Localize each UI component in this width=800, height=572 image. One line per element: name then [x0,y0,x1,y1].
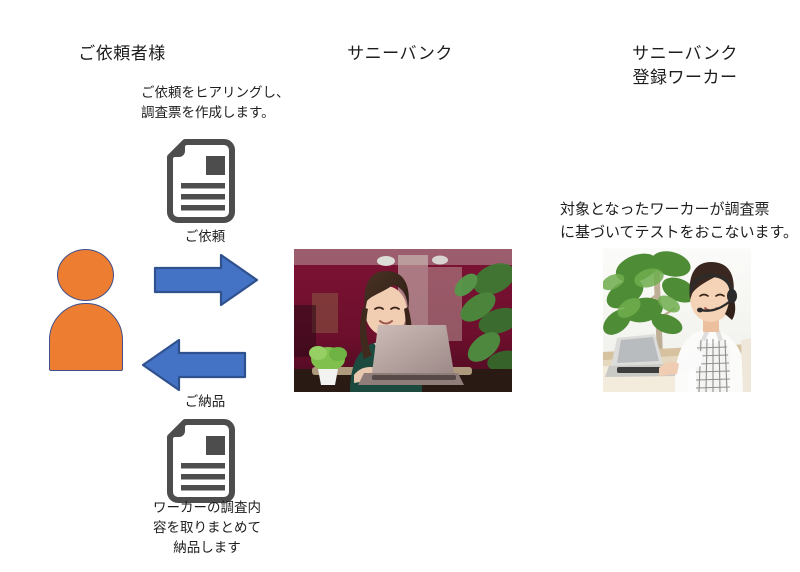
column-title-sunnybank: サニーバンク [347,44,453,63]
caption-hearing: ご依頼をヒアリングし、 調査票を作成します。 [141,85,290,120]
survey-document-icon [162,138,240,226]
caption-delivery: ワーカーの調査内 容を取りまとめて 納品します [153,500,261,555]
report-document-icon [162,418,240,506]
client-person-icon [49,249,123,371]
column-title-client: ご依頼者様 [78,44,166,63]
arrow-label-request: ご依頼 [184,229,226,244]
arrow-label-delivery: ご納品 [184,394,226,409]
person-body-icon [49,303,123,371]
arrow-request-right [153,253,259,307]
column-title-worker: サニーバンク 登録ワーカー [632,44,738,87]
photo-worker-home [603,248,751,392]
photo-sunnybank-office [294,249,512,392]
arrow-delivery-left [141,338,247,392]
person-head-icon [57,249,114,301]
caption-worker-test: 対象となったワーカーが調査票 に基づいてテストをおこないます。 [560,201,799,241]
